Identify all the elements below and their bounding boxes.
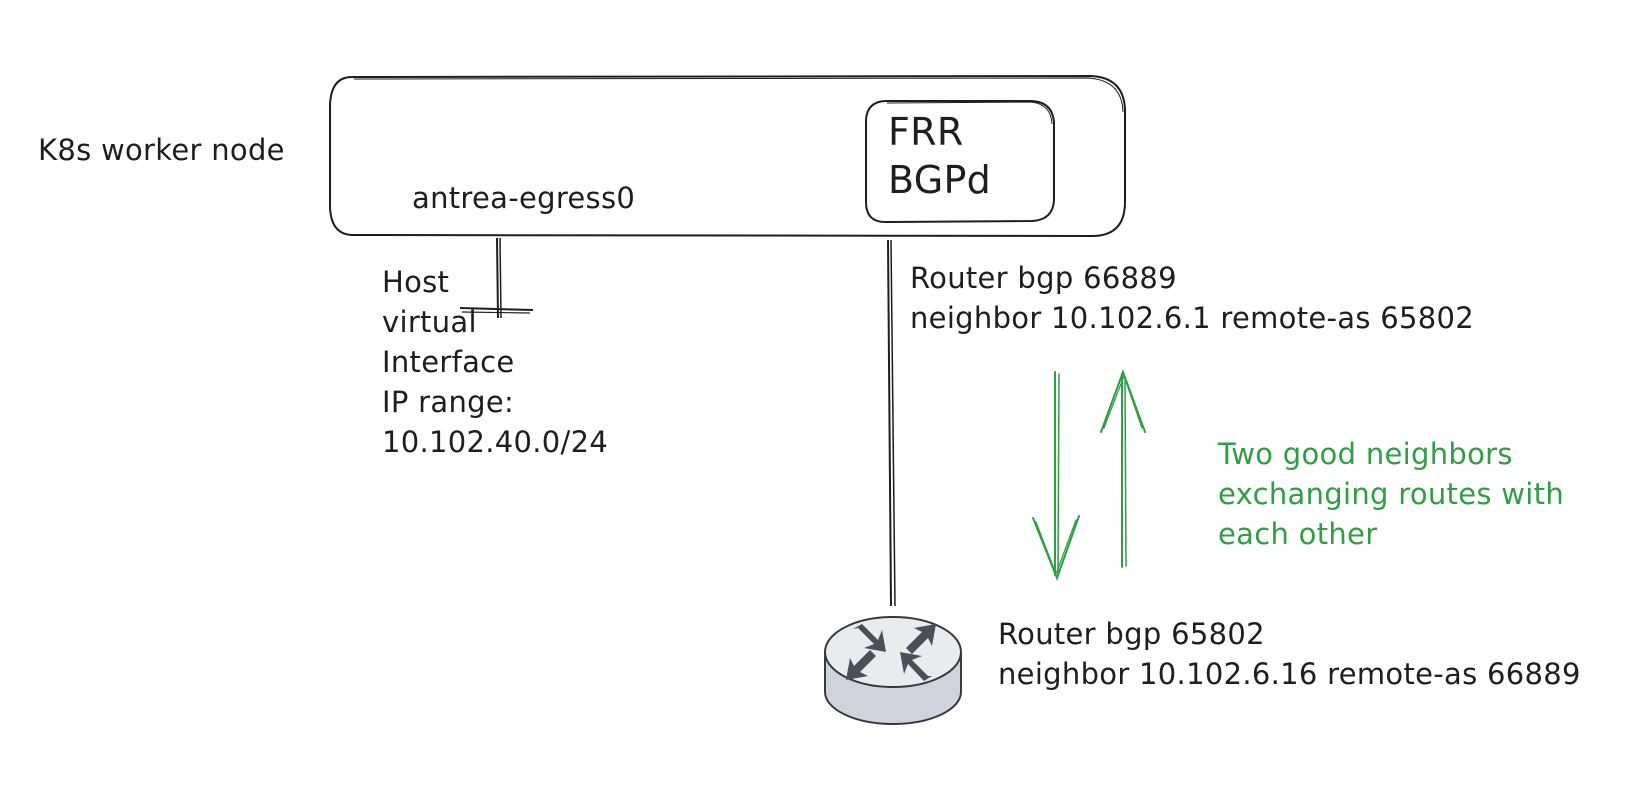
annotation-line: each other	[1218, 517, 1378, 551]
annotation-line: exchanging routes with	[1218, 477, 1565, 511]
host-interface-line: virtual	[382, 305, 477, 339]
worker-node-box	[329, 74, 1126, 238]
arrow-down	[1032, 371, 1080, 581]
host-interface-ip-range: 10.102.40.0/24	[382, 425, 609, 459]
frr-label: FRR	[888, 110, 964, 154]
host-interface-connector	[459, 237, 534, 319]
host-interface-line: IP range:	[382, 385, 515, 419]
node-bgp-neighbor-line: neighbor 10.102.6.1 remote-as 65802	[910, 301, 1475, 335]
node-bgp-router-line: Router bgp 66889	[910, 261, 1177, 295]
annotation-line: Two good neighbors	[1218, 437, 1513, 471]
bgpd-label: BGPd	[888, 158, 992, 202]
router-bgp-neighbor-line: neighbor 10.102.6.16 remote-as 66889	[998, 657, 1581, 691]
router-bgp-router-line: Router bgp 65802	[998, 617, 1265, 651]
frr-box	[865, 100, 1055, 224]
router-icon	[824, 616, 962, 725]
frr-to-router-link	[887, 239, 896, 607]
worker-node-label: K8s worker node	[38, 133, 285, 167]
arrow-up	[1100, 369, 1146, 568]
host-interface-line: Interface	[382, 345, 515, 379]
host-interface-line: Host	[382, 265, 450, 299]
interface-name-label: antrea-egress0	[412, 181, 636, 215]
